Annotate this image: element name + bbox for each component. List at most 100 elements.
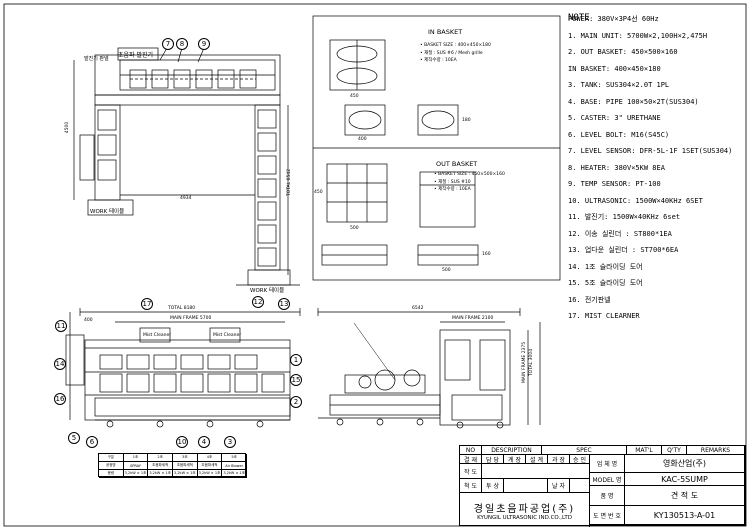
in-basket-spec-1: • BASKET SIZE : 400×450×180: [420, 43, 491, 48]
work-table-label-right: WORK 테이블: [250, 288, 285, 294]
tb-approval: 과 장: [548, 455, 570, 464]
tb-approval: 계 장: [504, 455, 526, 464]
note-item: 12. 이송 실린더 : ST800*1EA: [568, 229, 672, 238]
side-height-label-1: MAIN FRAME 2375: [522, 341, 528, 384]
front-frame-label: MAIN FRAME 5700: [170, 316, 212, 321]
spec-table-cell: 공정명: [99, 462, 124, 470]
callout-bubble: 11: [55, 320, 67, 332]
tb-header-qty: Q'TY: [662, 446, 687, 455]
tb-blank: [570, 479, 590, 493]
callout-bubble: 17: [141, 298, 153, 310]
note-item: 9. TEMP SENSOR: PT-100: [568, 180, 661, 188]
work-table-label-left: WORK 테이블: [90, 209, 125, 215]
out-basket-dim-4: 160: [482, 252, 491, 257]
plan-top-label-1: 초음파 발진기: [118, 52, 154, 59]
mist-cleaner-label-1: Mist Cleaner: [143, 333, 172, 338]
callout-bubble: 10: [176, 436, 188, 448]
out-basket-dim-1: 500: [350, 226, 359, 231]
plan-dim-total: TOTAL 6542: [287, 168, 293, 197]
spec-table-cell: 4조: [197, 454, 223, 462]
callout-bubble: 13: [278, 298, 290, 310]
callout-bubble: 6: [86, 436, 98, 448]
callout-bubble: 12: [252, 296, 264, 308]
note-item: IN BASKET: 400×450×180: [568, 64, 661, 73]
tb-header-no: NO: [460, 446, 482, 455]
tb-row-label: 척 도: [460, 479, 482, 493]
note-item: 11. 발진기: 1500W×40KHz 6set: [568, 213, 681, 221]
tb-approval: 설 계: [526, 455, 548, 464]
spec-table-cell: 초음파세척: [197, 462, 223, 470]
side-frame-label: MAIN FRAME 2100: [452, 316, 494, 321]
tb-right-label: 업 체 명: [590, 455, 625, 473]
tb-row-label: 결 재: [460, 455, 482, 464]
in-basket-spec-2: • 재질 : SUS #6 / Mesh grille: [420, 51, 483, 56]
spec-table-cell: SPRAY: [123, 462, 149, 470]
out-basket-dim-2: 450: [314, 190, 323, 195]
callout-bubble: 15: [290, 374, 302, 386]
callout-bubble: 2: [290, 396, 302, 408]
side-total-label: 6542: [412, 306, 424, 311]
spec-table-cell: 3,2kW × 1조: [222, 470, 247, 478]
spec-table-cell: 초음파세척: [148, 462, 173, 470]
spec-table-cell: 3,2kW × 1조: [123, 470, 149, 478]
sheet-border: [3, 3, 747, 527]
out-basket-spec-2: • 재질 : SUS #10: [434, 180, 471, 185]
callout-bubble: 8: [176, 38, 188, 50]
tb-header-spec: SPEC: [542, 446, 627, 455]
tb-approval: 승 인: [570, 455, 590, 464]
callout-bubble: 5: [68, 432, 80, 444]
company-name-en: KYUNGIL ULTRASONIC IND.CO.,LTD: [477, 514, 572, 521]
tb-right-label: 품 명: [590, 486, 625, 506]
in-basket-title: IN BASKET: [428, 28, 463, 36]
plan-top-label-2: 발진기 판넬: [84, 56, 109, 62]
tb-right-label: MODEL 명: [590, 473, 625, 486]
note-item: 15. 5조 슬라이딩 도어: [568, 279, 643, 287]
callout-bubble: 16: [54, 393, 66, 405]
callout-bubble: 1: [290, 354, 302, 366]
note-item: 7. LEVEL SENSOR: DFR-5L-1F 1SET(SUS304): [568, 147, 733, 155]
note-item: 14. 1조 슬라이딩 도어: [568, 262, 643, 271]
company-block: 경일초음파공업(주) KYUNGIL ULTRASONIC IND.CO.,LT…: [460, 493, 590, 527]
customer-name: 영화산업(주): [625, 455, 745, 473]
tb-approval-signature-area: [482, 464, 590, 479]
note-item: 5. CASTER: 3" URETHANE: [568, 114, 661, 122]
callout-bubble: 3: [224, 436, 236, 448]
in-basket-dim-3: 180: [462, 118, 471, 123]
title-block: NO DESCRIPTION SPEC MAT'L Q'TY REMARKS 결…: [459, 445, 746, 527]
notes-title: NOTE: [568, 13, 590, 23]
callout-bubble: 9: [198, 38, 210, 50]
in-basket-dim-1: 450: [350, 94, 359, 99]
tb-header-remarks: REMARKS: [687, 446, 745, 455]
tb-row-label: 투 상: [482, 479, 504, 493]
company-name-kr: 경일초음파공업(주): [473, 503, 576, 515]
model-name: KAC-5SUMP: [625, 473, 745, 486]
callout-bubble: 14: [54, 358, 66, 370]
out-basket-spec-1: • BASKET SIZE : 450×500×160: [434, 172, 505, 177]
plan-view: [73, 47, 300, 286]
spec-table-cell: 용량: [99, 470, 124, 478]
tb-row-label: 날 자: [548, 479, 570, 493]
tb-row-label: 작 도: [460, 464, 482, 479]
spec-table-cell: 초음파세척: [173, 462, 198, 470]
front-total-label: TOTAL 8180: [168, 306, 196, 311]
note-item: 10. ULTRASONIC: 1500W×40KHz 6SET: [568, 196, 703, 205]
front-view: [65, 308, 301, 428]
tb-header-matl: MAT'L: [627, 446, 662, 455]
spec-table-cell: 구분: [99, 454, 124, 462]
spec-table-cell: 3,2kW × 1조: [148, 470, 173, 478]
tb-header-description: DESCRIPTION: [482, 446, 542, 455]
side-view: [317, 308, 541, 429]
spec-table-cell: 3조: [173, 454, 198, 462]
side-height-label-2: TOTAL 3004: [529, 348, 535, 377]
product-name: 견 적 도: [625, 486, 745, 506]
note-item: 2. OUT BASKET: 450×500×160: [568, 48, 678, 56]
out-basket-dim-3: 500: [442, 268, 451, 273]
note-item: 4. BASE: PIPE 100×50×2T(SUS304): [568, 97, 699, 106]
note-item: 3. TANK: SUS304×2.0T 1PL: [568, 81, 670, 89]
note-item: 8. HEATER: 380V×5KW 8EA: [568, 163, 665, 172]
tb-blank: [504, 479, 548, 493]
tb-right-label: 도 면 번 호: [590, 506, 625, 525]
tb-approval: 담 당: [482, 455, 504, 464]
